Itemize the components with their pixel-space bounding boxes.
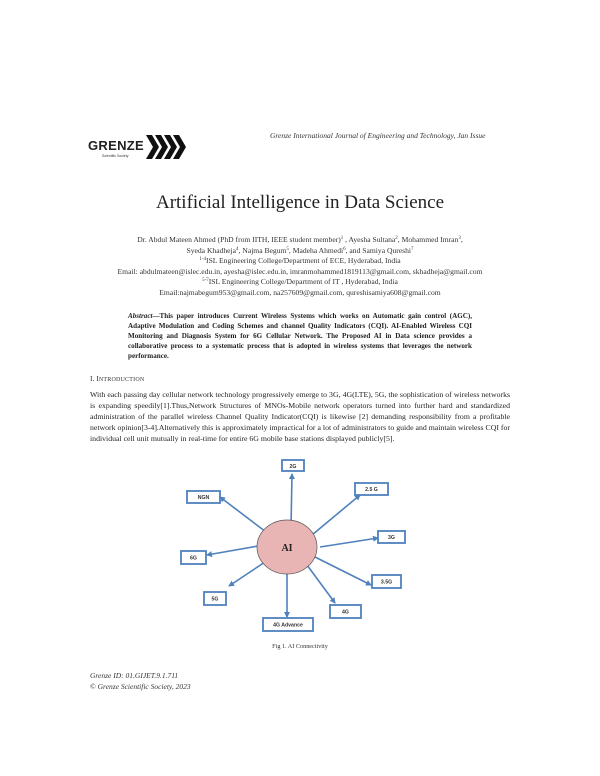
author-line-2: Syeda Khadheja4, Najma Begum5, Madeha Ah… xyxy=(186,245,414,255)
section-heading-introduction: I. Introduction xyxy=(90,374,145,383)
abstract-label: Abstract xyxy=(128,312,153,320)
node-3-5g: 3.5G xyxy=(381,580,392,586)
author-block: Dr. Abdul Mateen Ahmed (PhD from IITH, I… xyxy=(60,235,540,298)
node-4g: 4G xyxy=(342,610,349,616)
email-line-2: Email:najmabegum953@gmail.com, na257609@… xyxy=(159,287,441,297)
copyright-notice: © Grenze Scientific Society, 2023 xyxy=(90,681,191,691)
node-6g: 6G xyxy=(190,556,197,562)
ai-center-node xyxy=(256,519,318,575)
ai-center-label: AI xyxy=(281,543,292,554)
node-5g: 5G xyxy=(212,597,219,603)
node-2-5g: 2.5 G xyxy=(365,487,378,493)
abstract: Abstract—This paper introduces Current W… xyxy=(128,311,472,361)
node-3g: 3G xyxy=(388,535,395,541)
email-line-1: Email: abdulmateen@islec.edu.in, ayesha@… xyxy=(117,266,483,276)
affiliation-1: 1-4ISL Engineering College/Department of… xyxy=(199,256,401,265)
ai-connectivity-diagram: AI 2G 2.5 G 3G 3.5G 4G 4G Advance 5G 6G … xyxy=(170,455,430,640)
chevron-arrows-icon xyxy=(146,135,186,159)
node-labels: 2G 2.5 G 3G 3.5G 4G 4G Advance 5G 6G NGN xyxy=(190,464,395,629)
paper-title: Artificial Intelligence in Data Science xyxy=(155,192,445,213)
grenze-logo: GRENZE Scientific Society xyxy=(88,133,186,163)
introduction-paragraph: With each passing day cellular network t… xyxy=(90,390,510,443)
affiliation-2: 5-7ISL Engineering College/Department of… xyxy=(202,277,398,286)
grenze-id: Grenze ID: 01.GIJET.9.1.711 xyxy=(90,671,179,680)
figure-caption: Fig 1. AI Connectivity xyxy=(272,643,328,650)
abstract-text: —This paper introduces Current Wireless … xyxy=(128,312,472,360)
logo-text: GRENZE xyxy=(88,138,144,153)
page-footer: Grenze ID: 01.GIJET.9.1.711 © Grenze Sci… xyxy=(90,671,191,692)
journal-name: Grenze International Journal of Engineer… xyxy=(270,131,486,140)
node-boxes xyxy=(180,459,406,632)
logo-subtext: Scientific Society xyxy=(102,154,129,158)
diagram-svg: AI 2G 2.5 G 3G 3.5G 4G 4G Advance 5G 6G … xyxy=(180,459,406,632)
node-2g: 2G xyxy=(290,464,297,470)
node-ngn: NGN xyxy=(198,495,210,501)
node-4g-advance: 4G Advance xyxy=(273,623,303,629)
connector-arrows xyxy=(206,473,379,618)
author-line-1: Dr. Abdul Mateen Ahmed (PhD from IITH, I… xyxy=(137,235,463,244)
